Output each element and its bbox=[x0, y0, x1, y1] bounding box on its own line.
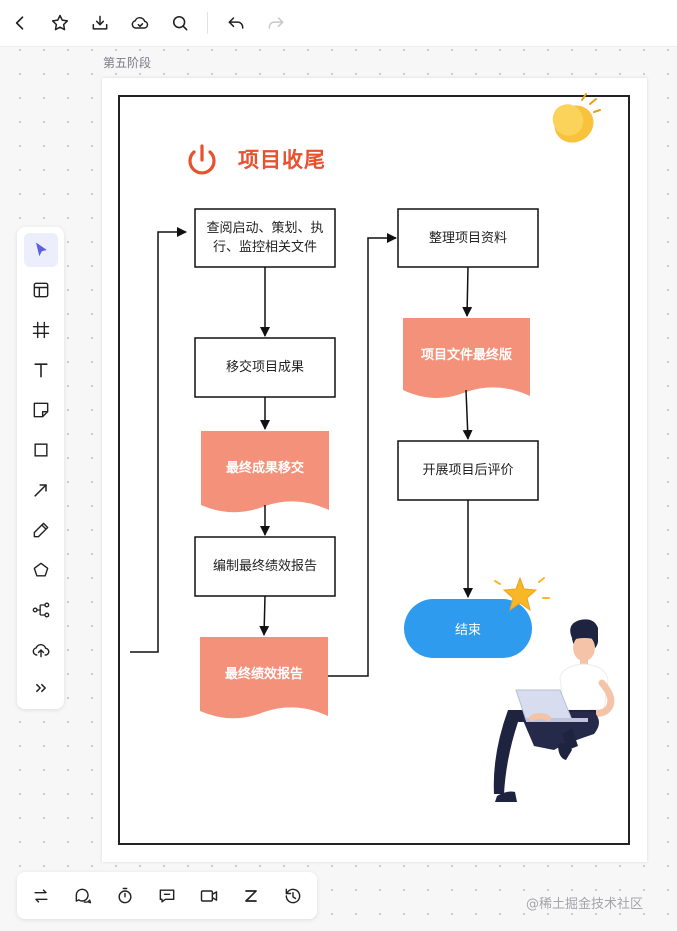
connector bbox=[462, 266, 473, 317]
cursor-icon bbox=[36, 242, 47, 257]
toolbar-divider bbox=[207, 12, 208, 34]
arrow-tool[interactable] bbox=[24, 473, 58, 507]
more-tools-button[interactable] bbox=[24, 671, 58, 705]
node-end bbox=[404, 599, 532, 658]
connector bbox=[462, 389, 473, 440]
chat-button[interactable] bbox=[151, 880, 183, 912]
person-laptop-illustration bbox=[493, 619, 615, 802]
diagram-title[interactable]: 项目收尾 bbox=[238, 148, 326, 172]
switch-button[interactable] bbox=[25, 880, 57, 912]
video-button[interactable] bbox=[193, 880, 225, 912]
polygon-tool[interactable] bbox=[24, 553, 58, 587]
switch-icon bbox=[34, 889, 48, 903]
bottom-toolbar bbox=[17, 872, 317, 919]
video-icon bbox=[200, 890, 218, 902]
upload-tool[interactable] bbox=[24, 633, 58, 667]
watermark: @稀土掘金技术社区 bbox=[526, 897, 644, 912]
left-toolbar bbox=[17, 227, 64, 709]
star-decoration-icon bbox=[502, 576, 538, 612]
search-button[interactable] bbox=[165, 8, 195, 38]
template-icon bbox=[33, 282, 49, 298]
undo-button[interactable] bbox=[221, 8, 251, 38]
node-final-report bbox=[200, 637, 328, 719]
redo-button[interactable] bbox=[261, 8, 291, 38]
node-final-transfer-label[interactable]: 最终成果移交 bbox=[225, 461, 304, 476]
node-post-evaluation-label[interactable]: 开展项目后评价 bbox=[422, 463, 514, 478]
cloud-icon bbox=[131, 16, 149, 29]
node-final-report-label[interactable]: 最终绩效报告 bbox=[224, 667, 303, 682]
comment-icon bbox=[75, 888, 92, 904]
node-transfer-results-label[interactable]: 移交项目成果 bbox=[225, 360, 304, 375]
node-final-files bbox=[403, 318, 530, 399]
rectangle-tool[interactable] bbox=[24, 433, 58, 467]
cloud-sync-button[interactable] bbox=[125, 8, 155, 38]
node-organize-materials-label[interactable]: 整理项目资料 bbox=[428, 230, 507, 246]
search-icon bbox=[172, 15, 188, 31]
history-icon bbox=[285, 888, 301, 904]
mindmap-tool[interactable] bbox=[24, 593, 58, 627]
node-review-docs-label[interactable]: 查阅启动、策划、执行、监控相关文件 bbox=[206, 221, 324, 255]
mindmap-icon bbox=[32, 602, 50, 618]
timer-icon bbox=[118, 887, 132, 904]
z-icon bbox=[245, 890, 257, 902]
favorite-button[interactable] bbox=[45, 8, 75, 38]
frame-label[interactable]: 第五阶段 bbox=[103, 56, 152, 70]
pen-icon bbox=[33, 522, 49, 538]
template-tool[interactable] bbox=[24, 273, 58, 307]
back-icon bbox=[15, 16, 24, 30]
clapping-hands-icon bbox=[552, 93, 601, 143]
text-icon bbox=[34, 363, 48, 378]
frame-icon bbox=[32, 321, 50, 339]
download-button[interactable] bbox=[85, 8, 115, 38]
top-toolbar bbox=[0, 0, 677, 47]
canvas-frame[interactable]: 项目收尾 查阅启动、策划、执行、监控相关文件 移交项目成果 最终成果移交 编制最… bbox=[102, 78, 647, 862]
node-compile-report-label[interactable]: 编制最终绩效报告 bbox=[212, 559, 317, 574]
sticky-note-tool[interactable] bbox=[24, 393, 58, 427]
sticky-note-icon bbox=[33, 402, 49, 418]
select-tool[interactable] bbox=[24, 233, 58, 267]
history-button[interactable] bbox=[277, 880, 309, 912]
redo-icon bbox=[268, 17, 284, 29]
node-final-transfer bbox=[201, 431, 329, 513]
node-transfer-results bbox=[194, 337, 336, 398]
download-icon bbox=[92, 15, 108, 30]
node-organize-materials bbox=[397, 208, 539, 268]
star-icon bbox=[51, 14, 69, 31]
comment-button[interactable] bbox=[67, 880, 99, 912]
back-button[interactable] bbox=[5, 8, 35, 38]
node-final-files-label[interactable]: 项目文件最终版 bbox=[420, 347, 512, 363]
power-icon bbox=[188, 144, 216, 175]
column-connector bbox=[328, 233, 397, 677]
undo-icon bbox=[228, 17, 244, 29]
node-end-label[interactable]: 结束 bbox=[454, 623, 481, 638]
pen-tool[interactable] bbox=[24, 513, 58, 547]
chat-icon bbox=[159, 889, 175, 903]
connector bbox=[259, 595, 270, 636]
diagram-canvas bbox=[118, 93, 630, 845]
arrow-icon bbox=[34, 484, 47, 497]
upload-cloud-icon bbox=[32, 644, 50, 658]
loop-connector bbox=[130, 227, 187, 653]
pentagon-icon bbox=[33, 562, 49, 577]
z-button[interactable] bbox=[235, 880, 267, 912]
timer-button[interactable] bbox=[109, 880, 141, 912]
rectangle-icon bbox=[34, 443, 48, 457]
diagram-border bbox=[118, 95, 630, 845]
frame-tool[interactable] bbox=[24, 313, 58, 347]
double-chevron-right-icon bbox=[36, 683, 46, 693]
text-tool[interactable] bbox=[24, 353, 58, 387]
